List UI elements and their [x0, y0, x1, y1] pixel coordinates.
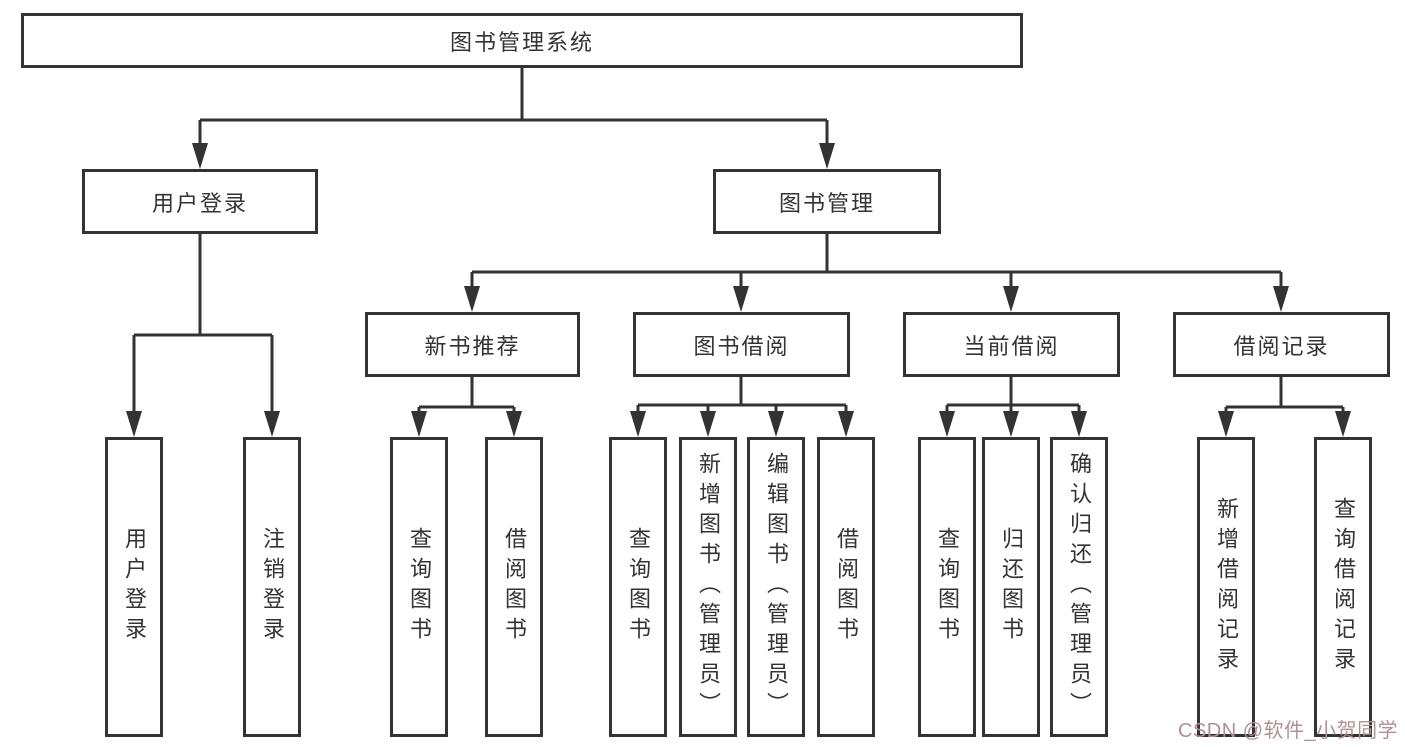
node-new-book-recommend: 新书推荐: [365, 312, 580, 377]
node-current-borrow: 当前借阅: [903, 312, 1120, 377]
node-user-login-branch: 用户登录: [82, 169, 318, 234]
leaf-borrow-books: 借阅图书: [817, 437, 875, 737]
leaf-edit-books-admin: 编辑图书（管理员）: [747, 437, 805, 737]
connector-records-to-leaves: [1224, 377, 1345, 415]
leaf-confirm-return-admin: 确认归还（管理员）: [1050, 437, 1108, 737]
node-root-system: 图书管理系统: [21, 13, 1023, 68]
leaf-add-borrow-record: 新增借阅记录: [1197, 437, 1255, 737]
leaf-borrow-books-recommend: 借阅图书: [485, 437, 543, 737]
connector-current-to-leaves: [945, 377, 1081, 415]
leaf-query-books-recommend: 查询图书: [390, 437, 448, 737]
leaf-user-login: 用户登录: [105, 437, 163, 737]
csdn-watermark: CSDN @软件_小贺同学: [1178, 720, 1399, 742]
connector-userlogin-to-leaves: [132, 234, 274, 415]
leaf-add-books-admin: 新增图书（管理员）: [679, 437, 737, 737]
node-book-borrow: 图书借阅: [633, 312, 850, 377]
arrowheads: [126, 143, 1351, 437]
leaf-query-books-current: 查询图书: [918, 437, 976, 737]
connector-recommend-to-leaves: [417, 377, 516, 415]
leaf-query-books-borrow: 查询图书: [609, 437, 667, 737]
connector-root-to-level2: [198, 68, 829, 147]
leaf-return-books: 归还图书: [982, 437, 1040, 737]
connector-bookmgmt-to-level3: [470, 234, 1283, 290]
connector-borrow-to-leaves: [636, 377, 848, 415]
node-borrow-records: 借阅记录: [1173, 312, 1390, 377]
leaf-query-borrow-record: 查询借阅记录: [1314, 437, 1372, 737]
node-book-management-branch: 图书管理: [713, 169, 941, 234]
leaf-logout: 注销登录: [243, 437, 301, 737]
